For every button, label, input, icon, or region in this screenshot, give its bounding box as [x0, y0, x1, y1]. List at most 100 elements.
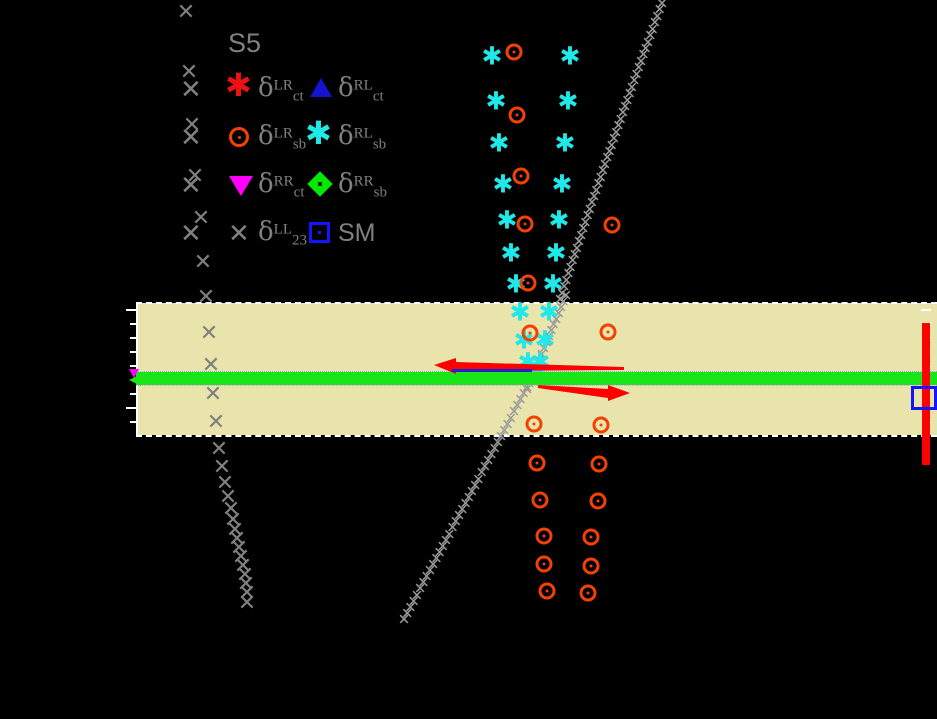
marker-x-cross: ✕: [540, 334, 553, 352]
square-open-blue-icon: [304, 216, 338, 250]
legend-item-sb-RL[interactable]: ✱ δRLsb: [304, 114, 387, 154]
marker-asterisk: ✱: [551, 169, 573, 199]
legend-item-sm[interactable]: SM: [304, 216, 376, 250]
marker-x-cross: ✕: [430, 550, 443, 568]
marker-circle-dot: [590, 455, 608, 473]
marker-x-cross: ✕: [237, 590, 257, 615]
marker-x-cross: ✕: [637, 46, 650, 64]
x-cross-gray-icon: ✕: [228, 218, 250, 248]
legend-x-placeholder-icon: ✕: [180, 218, 202, 248]
marker-x-cross: ✕: [236, 571, 256, 596]
marker-x-cross: ✕: [535, 346, 548, 364]
marker-asterisk: ✱: [496, 205, 518, 235]
marker-x-cross: ✕: [632, 59, 646, 77]
blue-core-line: [452, 369, 532, 372]
legend-x-placeholder-icon: ✕: [180, 74, 202, 104]
marker-circle-dot: [582, 557, 600, 575]
marker-x-cross: ✕: [603, 143, 616, 161]
marker-x-cross: ✕: [577, 220, 590, 238]
marker-asterisk: ✱: [481, 41, 503, 71]
legend-item-ct-LR[interactable]: ✱ δLRct: [224, 66, 304, 106]
marker-x-cross: ✕: [644, 27, 657, 45]
red-vertical-bar: [922, 323, 930, 465]
marker-x-cross: ✕: [651, 8, 664, 26]
marker-x-cross: ✕: [196, 284, 216, 309]
marker-x-cross: ✕: [417, 574, 430, 592]
marker-asterisk: ✱: [548, 205, 570, 235]
marker-x-cross: ✕: [655, 0, 669, 13]
marker-x-cross: ✕: [397, 611, 411, 629]
marker-x-cross: ✕: [639, 40, 652, 58]
marker-x-cross: ✕: [537, 340, 551, 358]
triangle-down-magenta-icon: [224, 168, 258, 202]
magenta-triangle-icon: [129, 369, 139, 378]
marker-x-cross: ✕: [547, 316, 561, 334]
legend-label-ct-RR: δRRct: [258, 168, 305, 201]
marker-x-cross: ✕: [612, 117, 625, 135]
marker-x-cross: ✕: [491, 434, 505, 452]
marker-x-cross: ✕: [641, 34, 655, 52]
legend-label-ct-RL: δRLct: [338, 72, 384, 105]
marker-x-cross: ✕: [542, 328, 556, 346]
axis-tick: [130, 421, 138, 423]
marker-x-cross: ✕: [485, 446, 498, 464]
marker-circle-dot: [525, 415, 543, 433]
marker-asterisk: ✱: [509, 297, 531, 327]
marker-x-cross: ✕: [206, 409, 226, 434]
marker-x-cross: ✕: [433, 544, 446, 562]
marker-x-cross: ✕: [426, 556, 440, 574]
marker-circle-dot: [505, 43, 523, 61]
marker-circle-dot: [516, 215, 534, 233]
triangle-up-blue-icon: [304, 72, 338, 106]
legend-item-sb-LR[interactable]: δLRsb: [224, 120, 306, 154]
marker-circle-dot: [603, 216, 621, 234]
marker-circle-dot: [579, 584, 597, 602]
marker-x-cross: ✕: [555, 285, 569, 303]
legend-label-sb-LR: δLRsb: [258, 120, 307, 153]
marker-x-cross: ✕: [564, 259, 577, 277]
marker-x-cross: ✕: [201, 352, 221, 377]
marker-x-cross: ✕: [436, 538, 450, 556]
axis-tick: [126, 407, 138, 409]
marker-x-cross: ✕: [199, 320, 219, 345]
marker-x-cross: ✕: [462, 489, 476, 507]
marker-x-cross: ✕: [621, 92, 634, 110]
marker-x-cross: ✕: [517, 385, 531, 403]
legend-item-ct-RL[interactable]: δRLct: [304, 72, 384, 106]
marker-x-cross: ✕: [504, 410, 518, 428]
red-arrow-right: [538, 385, 630, 401]
marker-x-cross: ✕: [532, 352, 546, 370]
marker-x-cross: ✕: [182, 112, 202, 137]
marker-asterisk: ✱: [545, 238, 567, 268]
legend-label-sb-RR: δRRsb: [338, 168, 388, 201]
marker-x-cross: ✕: [465, 483, 479, 501]
marker-x-cross: ✕: [507, 403, 521, 421]
legend-label-ct-LR: δLRct: [258, 72, 304, 105]
marker-x-cross: ✕: [559, 272, 573, 290]
allowed-top-edge: [136, 371, 937, 372]
marker-circle-dot: [538, 582, 556, 600]
marker-x-cross: ✕: [225, 517, 245, 542]
legend-item-d23-LL[interactable]: ✕ δLL23: [224, 216, 307, 250]
marker-x-cross: ✕: [446, 519, 459, 537]
marker-circle-dot: [512, 167, 530, 185]
legend-label-sb-RL: δRLsb: [338, 120, 387, 153]
marker-x-cross: ✕: [581, 207, 594, 225]
axis-tick: [126, 309, 138, 311]
legend-item-ct-RR[interactable]: δRRct: [224, 168, 305, 202]
marker-x-cross: ✕: [209, 436, 229, 461]
marker-x-cross: ✕: [592, 175, 605, 193]
legend-item-sb-RR[interactable]: δRRsb: [304, 168, 387, 202]
marker-x-cross: ✕: [494, 428, 508, 446]
marker-circle-dot: [521, 324, 539, 342]
marker-x-cross: ✕: [568, 246, 582, 264]
red-arrow-left: [434, 358, 624, 374]
marker-circle-dot: [519, 274, 537, 292]
marker-asterisk: ✱: [557, 86, 579, 116]
marker-circle-dot: [599, 323, 617, 341]
marker-x-cross: ✕: [616, 104, 630, 122]
marker-x-cross: ✕: [605, 137, 619, 155]
marker-x-cross: ✕: [570, 240, 584, 258]
marker-x-cross: ✕: [562, 265, 575, 283]
